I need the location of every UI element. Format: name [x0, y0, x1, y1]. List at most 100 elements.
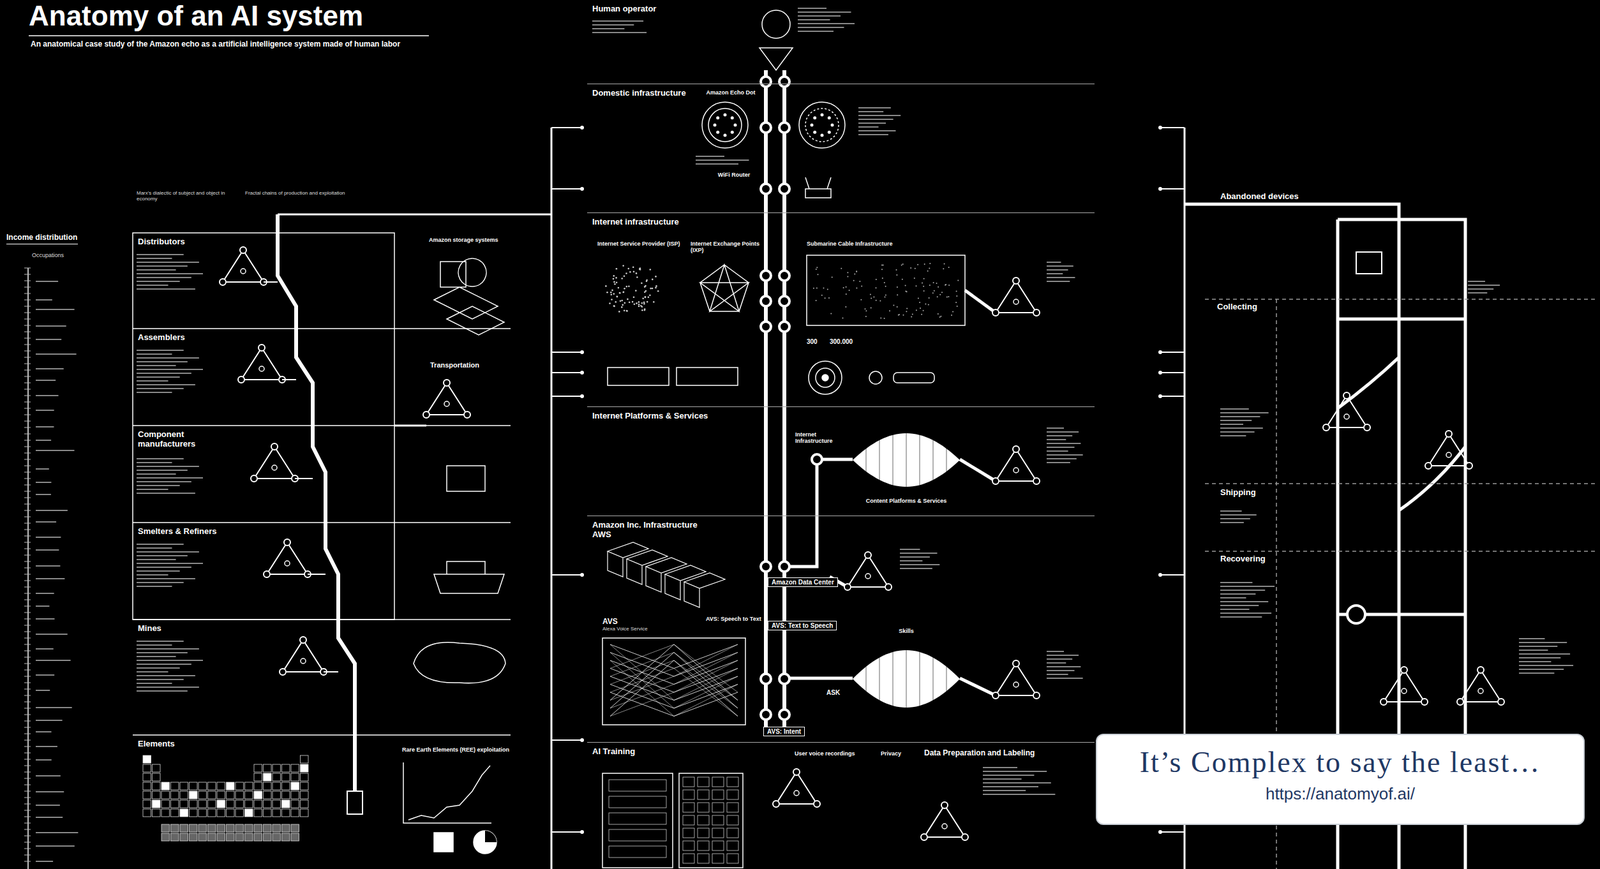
- map-dot: [956, 295, 958, 297]
- ruler-tick: [24, 657, 31, 658]
- device-detail: [730, 130, 734, 135]
- ruler-tick: [24, 619, 31, 620]
- fine-print: [1220, 522, 1244, 524]
- map-dot: [865, 315, 867, 318]
- fine-print: [136, 458, 184, 460]
- map-dot: [864, 308, 867, 310]
- section-panel: Internet infrastructureInternet Service …: [587, 212, 1095, 407]
- map-dot: [933, 290, 935, 292]
- isp-dot: [636, 276, 639, 279]
- annotation-label: Rare Earth Elements (REE) exploitation: [402, 746, 511, 754]
- fine-print: [136, 353, 173, 355]
- section-panel: Amazon storage systems: [428, 232, 511, 355]
- isp-dot: [626, 285, 629, 288]
- fine-print: [136, 578, 196, 580]
- triangle-diagram: [241, 347, 283, 380]
- bracket-tick: [1161, 372, 1185, 374]
- ree-chart: [403, 762, 492, 824]
- fine-print: [858, 118, 894, 120]
- bus-node: [760, 673, 771, 685]
- ruler-tick: [24, 287, 31, 288]
- training-cell: [697, 841, 710, 851]
- map-dot: [939, 316, 941, 318]
- map-dot: [842, 317, 844, 320]
- training-cell: [712, 815, 724, 826]
- triangle-vertex: [864, 552, 872, 559]
- ruler-tick: [24, 357, 31, 359]
- node-heading: Amazon Data Center: [768, 578, 838, 587]
- ruler-tick: [24, 529, 31, 531]
- map-dot: [855, 271, 858, 273]
- isp-dot: [623, 275, 626, 278]
- bracket-tick: [1161, 574, 1185, 576]
- section-panel: Transportation: [428, 357, 511, 511]
- network-link: [610, 644, 738, 669]
- training-cell: [682, 802, 695, 813]
- element-cell: [142, 764, 152, 773]
- tick-dot: [580, 830, 584, 835]
- bus-node: [760, 321, 771, 332]
- element-cell: [263, 809, 272, 817]
- rare-earth-cell: [245, 824, 254, 833]
- ruler-tick: [24, 778, 31, 780]
- element-cell: [208, 809, 217, 817]
- fine-print: [35, 791, 64, 793]
- element-cell: [291, 773, 300, 782]
- map-dot: [924, 263, 926, 265]
- node-subtext: AWS: [587, 529, 1095, 540]
- element-cell: [291, 764, 300, 773]
- isp-dot: [619, 292, 621, 295]
- map-dot: [905, 310, 907, 313]
- fine-print: [35, 426, 55, 428]
- fine-print: [1220, 605, 1259, 607]
- fine-print: [35, 549, 59, 551]
- triangle-diagram: [282, 640, 324, 673]
- map-dot: [870, 298, 872, 300]
- map-dot: [929, 262, 931, 265]
- ruler-tick: [24, 580, 31, 582]
- triangle-vertex: [239, 246, 247, 254]
- training-grid: [679, 773, 743, 868]
- training-frame: [602, 773, 673, 868]
- fine-print: [35, 731, 52, 733]
- training-cell: [682, 841, 695, 851]
- element-cell: [152, 782, 161, 791]
- map-dot: [848, 289, 851, 292]
- element-cell: [189, 791, 198, 800]
- network-link: [610, 676, 738, 701]
- isp-dot: [647, 296, 650, 299]
- map-dot: [948, 284, 950, 286]
- isp-dot: [628, 285, 630, 288]
- element-cell: [216, 800, 226, 808]
- fine-print: [136, 551, 200, 553]
- isp-dot: [638, 268, 641, 271]
- node-heading: Smelters & Refiners: [132, 522, 395, 537]
- tick-dot: [580, 186, 584, 191]
- isp-dot: [620, 299, 623, 302]
- supply-chain-line: [277, 214, 355, 792]
- triangle-vertex: [1425, 462, 1432, 470]
- map-dot: [883, 317, 886, 320]
- cable-section: [815, 368, 835, 388]
- isp-dot: [622, 291, 625, 293]
- fine-print: [136, 380, 169, 382]
- network-link: [610, 684, 738, 710]
- operator-funnel: [759, 47, 793, 71]
- device-detail: [716, 116, 720, 120]
- rare-earth-cell: [282, 833, 291, 842]
- map-dot: [924, 303, 927, 306]
- map-dot: [846, 271, 849, 274]
- isp-dot: [626, 298, 629, 301]
- isp-dot: [619, 292, 621, 295]
- fine-print: [1046, 427, 1064, 429]
- element-cell: [161, 800, 170, 808]
- mine-pit: [413, 642, 506, 684]
- lens-stripe: [892, 424, 894, 496]
- map-dot: [906, 291, 908, 293]
- fine-print: [1467, 288, 1494, 290]
- map-dot: [941, 291, 943, 293]
- map-dot: [927, 270, 929, 272]
- fine-print: [1518, 665, 1574, 667]
- fine-print: [35, 860, 53, 863]
- element-cell: [152, 764, 161, 773]
